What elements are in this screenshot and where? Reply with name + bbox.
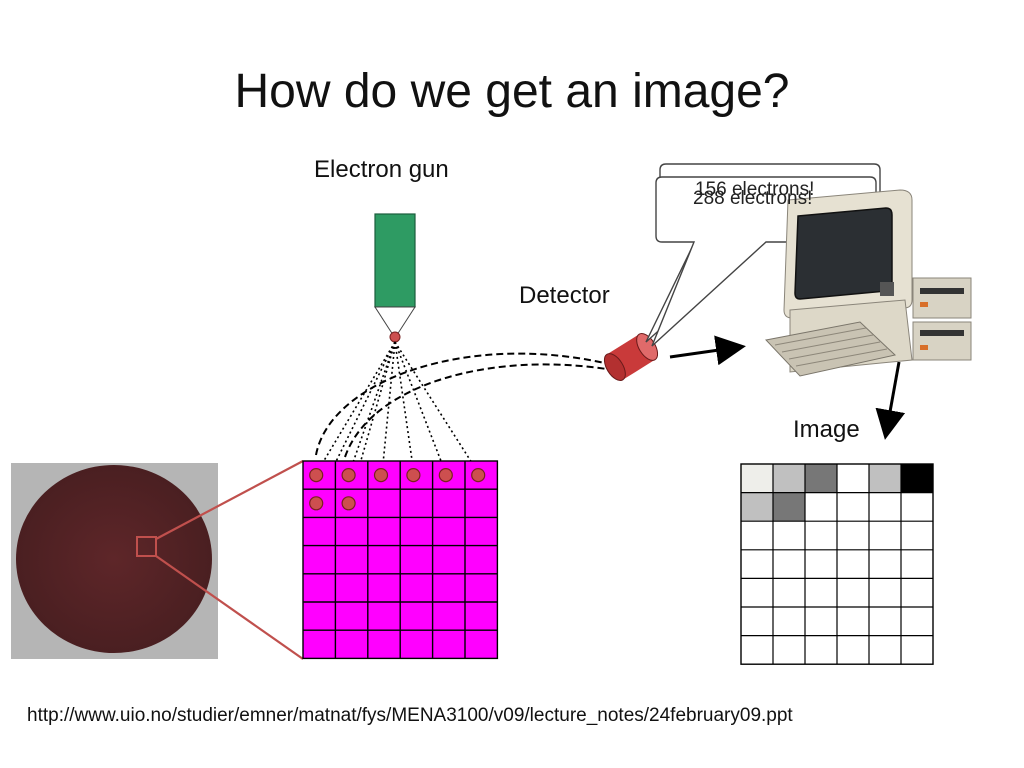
- image-pixel: [869, 464, 901, 493]
- detector-label: Detector: [519, 282, 610, 309]
- callout-back-text: 156 electrons!: [695, 179, 815, 200]
- image-label: Image: [793, 416, 860, 443]
- image-grid-border: [740, 463, 934, 665]
- computer-to-image-arrow: [875, 361, 906, 440]
- scan-electron: [309, 468, 324, 483]
- image-pixel: [901, 464, 933, 493]
- image-grid: [740, 463, 934, 665]
- computer-icon: [765, 189, 972, 377]
- gun-body: [374, 213, 416, 308]
- detector: [603, 333, 659, 381]
- electron-beam: [315, 341, 480, 503]
- electron-gun: [374, 213, 416, 343]
- scan-electron: [309, 496, 324, 511]
- zoom-lines: [155, 460, 304, 660]
- image-pixel: [773, 492, 805, 522]
- scan-electron: [341, 468, 356, 483]
- page-title: How do we get an image?: [234, 65, 790, 118]
- scan-electron: [373, 468, 389, 483]
- electron-gun-label: Electron gun: [314, 156, 449, 183]
- sample-photo: [11, 463, 218, 659]
- scan-electron: [341, 496, 356, 511]
- scan-grid: [302, 460, 499, 660]
- image-pixel: [741, 492, 773, 522]
- detector-to-computer-arrow: [669, 335, 746, 366]
- sample-zoom-box: [136, 536, 157, 557]
- gun-nozzle: [374, 306, 416, 339]
- callout-front-text: 288 electrons!: [693, 188, 813, 209]
- scan-electron: [471, 468, 486, 483]
- scan-electron: [406, 468, 421, 483]
- image-pixel: [773, 464, 805, 493]
- scan-grid-border: [302, 460, 499, 660]
- gun-electron: [389, 331, 401, 343]
- source-url[interactable]: http://www.uio.no/studier/emner/matnat/f…: [27, 705, 793, 726]
- image-pixel: [741, 464, 773, 493]
- image-pixel: [805, 464, 837, 493]
- scan-electron: [438, 468, 453, 483]
- scatter-paths: [315, 352, 614, 458]
